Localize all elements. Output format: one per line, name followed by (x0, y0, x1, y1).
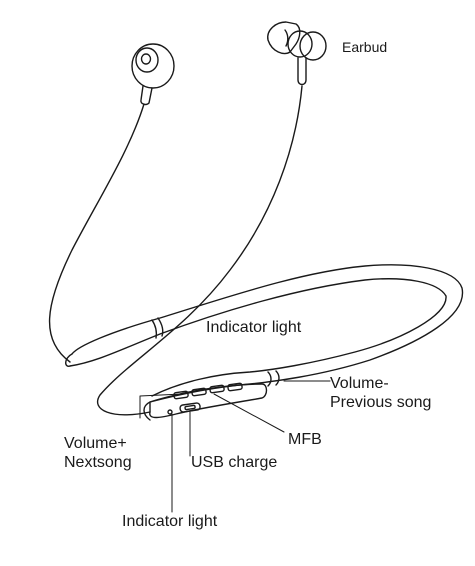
earbud-left-tip (135, 47, 159, 73)
cable-left (48, 103, 145, 363)
earbud-right-tip (267, 21, 301, 55)
earbud-right-ring (287, 30, 313, 58)
earbud-left (131, 43, 175, 106)
earbud-right-stem (297, 57, 307, 86)
label-volume-minus-line2: Previous song (330, 394, 432, 411)
label-mfb: MFB (288, 431, 322, 448)
control-pod (149, 382, 268, 419)
earbud-right-body (299, 31, 327, 61)
usb-port-inner (184, 404, 196, 411)
label-volume-plus-line2: Nextsong (64, 454, 132, 471)
button-volume-plus (173, 390, 189, 400)
earbud-right (267, 21, 327, 86)
label-volume-plus-line1: Volume+ (64, 435, 127, 452)
control-pod-body (149, 383, 268, 419)
label-indicator-light-bottom: Indicator light (122, 513, 218, 530)
label-volume-plus: Volume+ Nextsong (64, 434, 132, 472)
neckband-left-joint-2 (151, 319, 158, 339)
leader-volume-plus (139, 393, 183, 419)
neckband-right-joint-2 (275, 370, 280, 386)
neckband (65, 264, 464, 421)
neckband-outer (71, 264, 464, 421)
label-volume-minus-line1: Volume- (330, 375, 389, 392)
usb-port (179, 402, 201, 413)
button-extra (227, 382, 243, 392)
earbud-left-body (131, 43, 175, 89)
label-usb-charge: USB charge (191, 454, 278, 471)
neckband-right-joint (267, 371, 272, 387)
neckband-left-end (65, 353, 73, 367)
label-earbud: Earbud (342, 39, 388, 55)
earbud-left-stem (140, 85, 153, 106)
earbud-right-tip-ridge (284, 29, 289, 47)
leader-mfb (213, 393, 285, 433)
button-volume-minus (209, 384, 225, 394)
earbud-left-nozzle (140, 53, 152, 65)
label-indicator-light-top: Indicator light (206, 319, 302, 336)
button-mfb (191, 387, 207, 397)
neckband-left-joint (157, 317, 164, 337)
cable-right (97, 85, 303, 416)
neckband-inner (69, 278, 447, 397)
leader-lines (139, 380, 331, 513)
indicator-light-dot (167, 409, 173, 415)
label-volume-minus: Volume- Previous song (330, 374, 431, 412)
